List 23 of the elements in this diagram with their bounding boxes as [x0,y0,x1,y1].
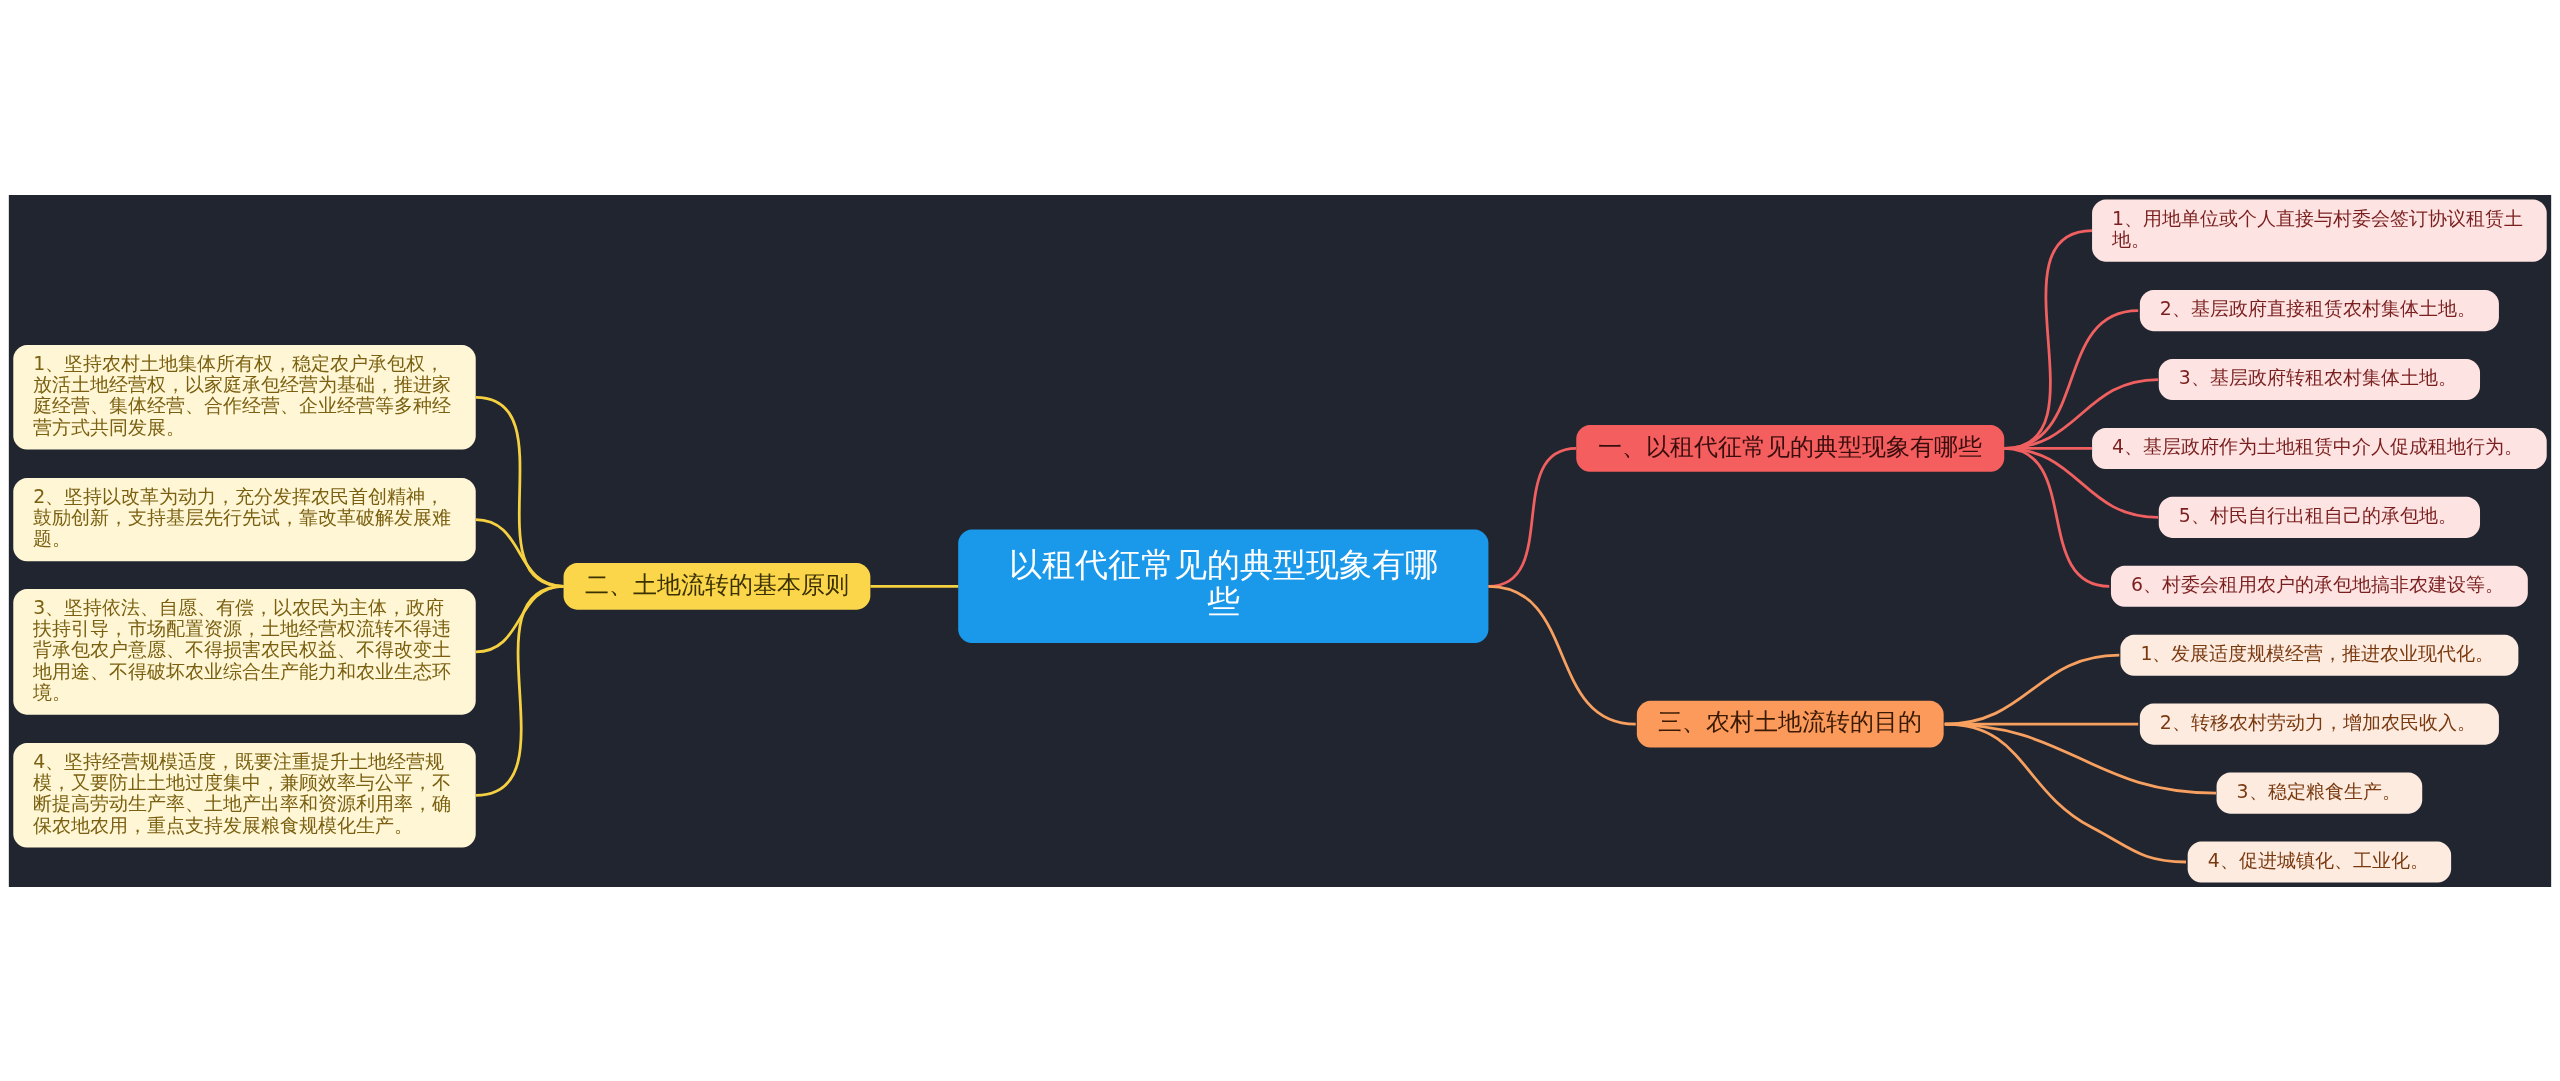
node-box: 1、用地单位或个人直接与村委会签订协议租赁土地。 [2092,198,2547,262]
node-box: 3、坚持依法、自愿、有偿，以农民为主体，政府扶持引导，市场配置资源，土地经营权流转不得违背承包农户意愿、不得损害农民权益、不得改变土地用途、不得破坏农业综合生产能力和农业生态环境。 [13,588,476,715]
connector [2004,446,2110,588]
node-box: 3、基层政府转租农村集体土地。 [2158,358,2480,400]
node-box: 3、稳定粮食生产。 [2216,772,2423,814]
node-box: 4、促进城镇化、工业化。 [2187,840,2452,883]
connector [870,584,959,588]
node-box: 2、转移农村劳动力，增加农民收入。 [2139,703,2499,745]
node-box: 4、坚持经营规模适度，既要注重提升土地经营规模，又要防止土地过度集中，兼顾效率与公平，不断提高劳动生产率、土地产出率和资源利用率，确保农地农用，重点支持发展粮食规模化生产。 [13,742,476,848]
connector [1488,584,1636,725]
connector [1944,722,2187,863]
node-box: 2、基层政府直接租赁农村集体土地。 [2139,289,2499,331]
node-box: 5、村民自行出租自己的承包地。 [2158,496,2480,538]
node-box: 一、以租代征常见的典型现象有哪些 [1576,424,2005,472]
node-box: 1、坚持农村土地集体所有权，稳定农户承包权，放活土地经营权，以家庭承包经营为基础，推进家庭经营、集体经营、合作经营、企业经营等多种经营方式共同发展。 [13,344,476,450]
connector [475,584,564,797]
node-box: 以租代征常见的典型现象有哪些 [958,529,1489,643]
node-box: 二、土地流转的基本原则 [563,562,871,610]
node-box: 6、村委会租用农户的承包地搞非农建设等。 [2110,565,2528,607]
node-box: 2、坚持以改革为动力，充分发挥农民首创精神，鼓励创新，支持基层先行先试，靠改革破解发展难题。 [13,477,476,561]
node-box: 1、发展适度规模经营，推进农业现代化。 [2120,634,2519,676]
node-box: 4、基层政府作为土地租赁中介人促成租地行为。 [2092,427,2547,469]
node-box: 三、农村土地流转的目的 [1636,700,1944,747]
